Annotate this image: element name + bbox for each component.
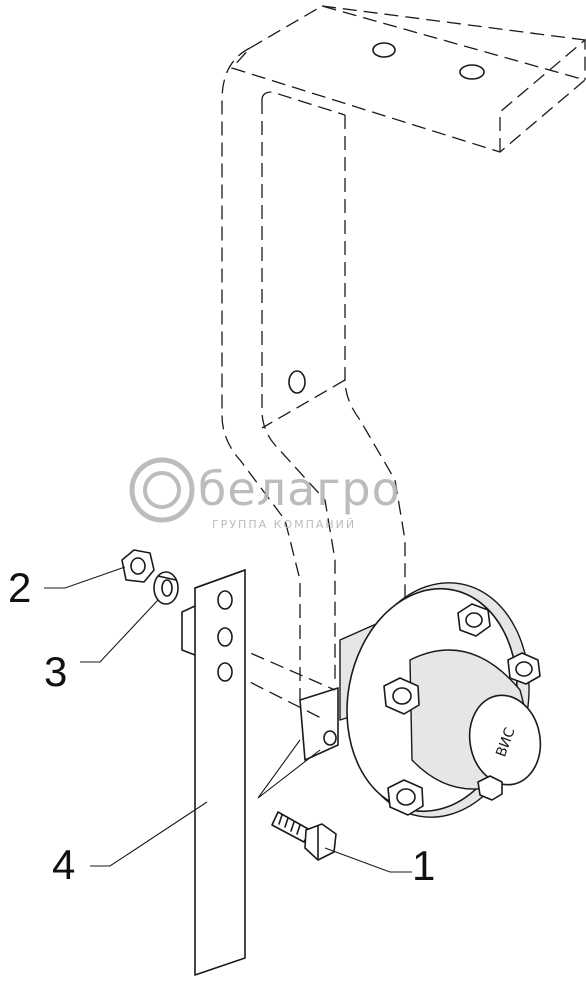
mounting-bracket — [221, 5, 586, 700]
callout-2: 2 — [8, 564, 126, 611]
watermark-brand: белагро — [198, 462, 401, 516]
lock-washer-part-3 — [153, 571, 179, 605]
callout-4: 4 — [52, 801, 208, 888]
wheel-nut — [507, 652, 541, 685]
callout-label-3: 3 — [44, 648, 67, 695]
callout-label-4: 4 — [52, 841, 75, 888]
hex-nut-part-2 — [121, 549, 155, 583]
watermark-tagline: ГРУППА КОМПАНИЙ — [212, 518, 356, 531]
wheel-hub: ВИС — [346, 582, 542, 818]
assembly-leaders — [257, 739, 321, 799]
callout-label-2: 2 — [8, 564, 31, 611]
callout-label-1: 1 — [412, 842, 435, 889]
callout-1: 1 — [324, 842, 435, 889]
wheel-nut — [457, 603, 491, 637]
wheel-nut — [387, 779, 424, 816]
bolt-part-1 — [271, 811, 337, 861]
wheel-nut — [383, 677, 420, 715]
flat-strip-part-4 — [181, 569, 246, 976]
wheel-nut — [477, 775, 503, 801]
brand-watermark: белагро ГРУППА КОМПАНИЙ — [129, 457, 401, 531]
callout-3: 3 — [44, 599, 159, 695]
